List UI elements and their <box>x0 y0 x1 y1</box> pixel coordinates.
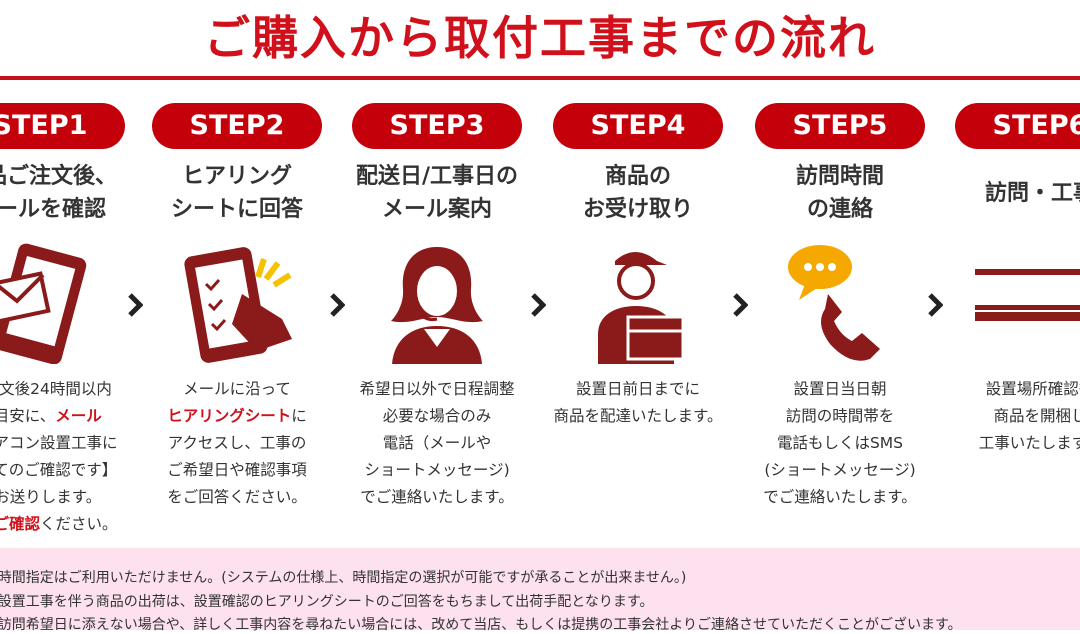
phone-chat-icon <box>775 239 905 364</box>
step-5: STEP5 訪問時間の連絡 設置日当日朝 訪問の時間帯を 電話もしくはSMS (… <box>720 103 960 511</box>
tablet-checklist-icon <box>172 239 302 364</box>
step-description: メールに沿って ヒアリングシートに アクセスし、工事の ご希望日や確認事項 をご… <box>167 380 307 506</box>
chevron-right-icon <box>531 293 546 317</box>
chevron-right-icon <box>928 293 943 317</box>
step-title: ヒアリングシートに回答 <box>170 164 303 222</box>
step-title: 配送日/工事日のメール案内 <box>355 164 519 222</box>
note: ※設置工事を伴う商品の出荷は、設置確認のヒアリングシートのご回答をもちまして出荷… <box>0 594 654 610</box>
air-conditioner-icon <box>935 239 1080 364</box>
step-title: 訪問・工事 <box>984 180 1080 206</box>
step-badge: STEP1 <box>0 103 125 149</box>
step-badge: STEP4 <box>553 103 723 149</box>
step-description: ご注文後24時間以内 を目安に、メール 【エアコン設置工事に ついてのご確認です… <box>0 380 118 533</box>
page-title: ご購入から取付工事までの流れ <box>204 11 876 65</box>
step-4: STEP4 商品のお受け取り 設置日前日までに 商品を配達いたします。 <box>518 103 758 430</box>
step-badge: STEP5 <box>755 103 925 149</box>
step-badge: STEP6 <box>955 103 1080 149</box>
tablet-mail-icon <box>0 239 105 365</box>
chevron-right-icon <box>733 293 748 317</box>
chevron-right-icon <box>128 293 143 317</box>
step-description: 設置場所確認後 商品を開梱し 工事いたします。 <box>978 380 1080 452</box>
notes-panel: ※時間指定はご利用いただけません。(システムの仕様上、時間指定の選択が可能ですが… <box>0 548 1080 633</box>
step-2: STEP2 ヒアリングシートに回答 メールに沿って ヒアリングシートに アクセス… <box>117 103 357 511</box>
step-3: STEP3 配送日/工事日のメール案内 希望日以外で日程調整 必要な場合のみ 電… <box>317 103 557 511</box>
chevron-right-icon <box>330 293 345 317</box>
step-description: 設置日当日朝 訪問の時間帯を 電話もしくはSMS (ショートメッセージ) でご連… <box>763 380 917 506</box>
step-description: 希望日以外で日程調整 必要な場合のみ 電話（メールや ショートメッセージ) でご… <box>359 380 515 506</box>
step-title: 商品のお受け取り <box>582 164 693 222</box>
title-divider <box>0 76 1080 80</box>
step-title: 訪問時間の連絡 <box>795 164 884 222</box>
note: ※時間指定はご利用いただけません。(システムの仕様上、時間指定の選択が可能ですが… <box>0 570 687 586</box>
step-1: STEP1 商品ご注文後、メールを確認 ご注文後24時間以内 を目安に、メール … <box>0 103 160 538</box>
operator-icon <box>372 239 502 364</box>
step-title: 商品ご注文後、メールを確認 <box>0 164 117 222</box>
step-6: STEP6 訪問・工事 設置場所確認後 商品を開梱し 工事いたします。 <box>920 103 1080 457</box>
step-badge: STEP2 <box>152 103 322 149</box>
step-badge: STEP3 <box>352 103 522 149</box>
note: ※訪問希望日に添えない場合や、詳しく工事内容を尋ねたい場合には、改めて当店、もし… <box>0 617 962 633</box>
step-description: 設置日前日までに 商品を配達いたします。 <box>553 380 723 425</box>
delivery-icon <box>573 239 703 364</box>
